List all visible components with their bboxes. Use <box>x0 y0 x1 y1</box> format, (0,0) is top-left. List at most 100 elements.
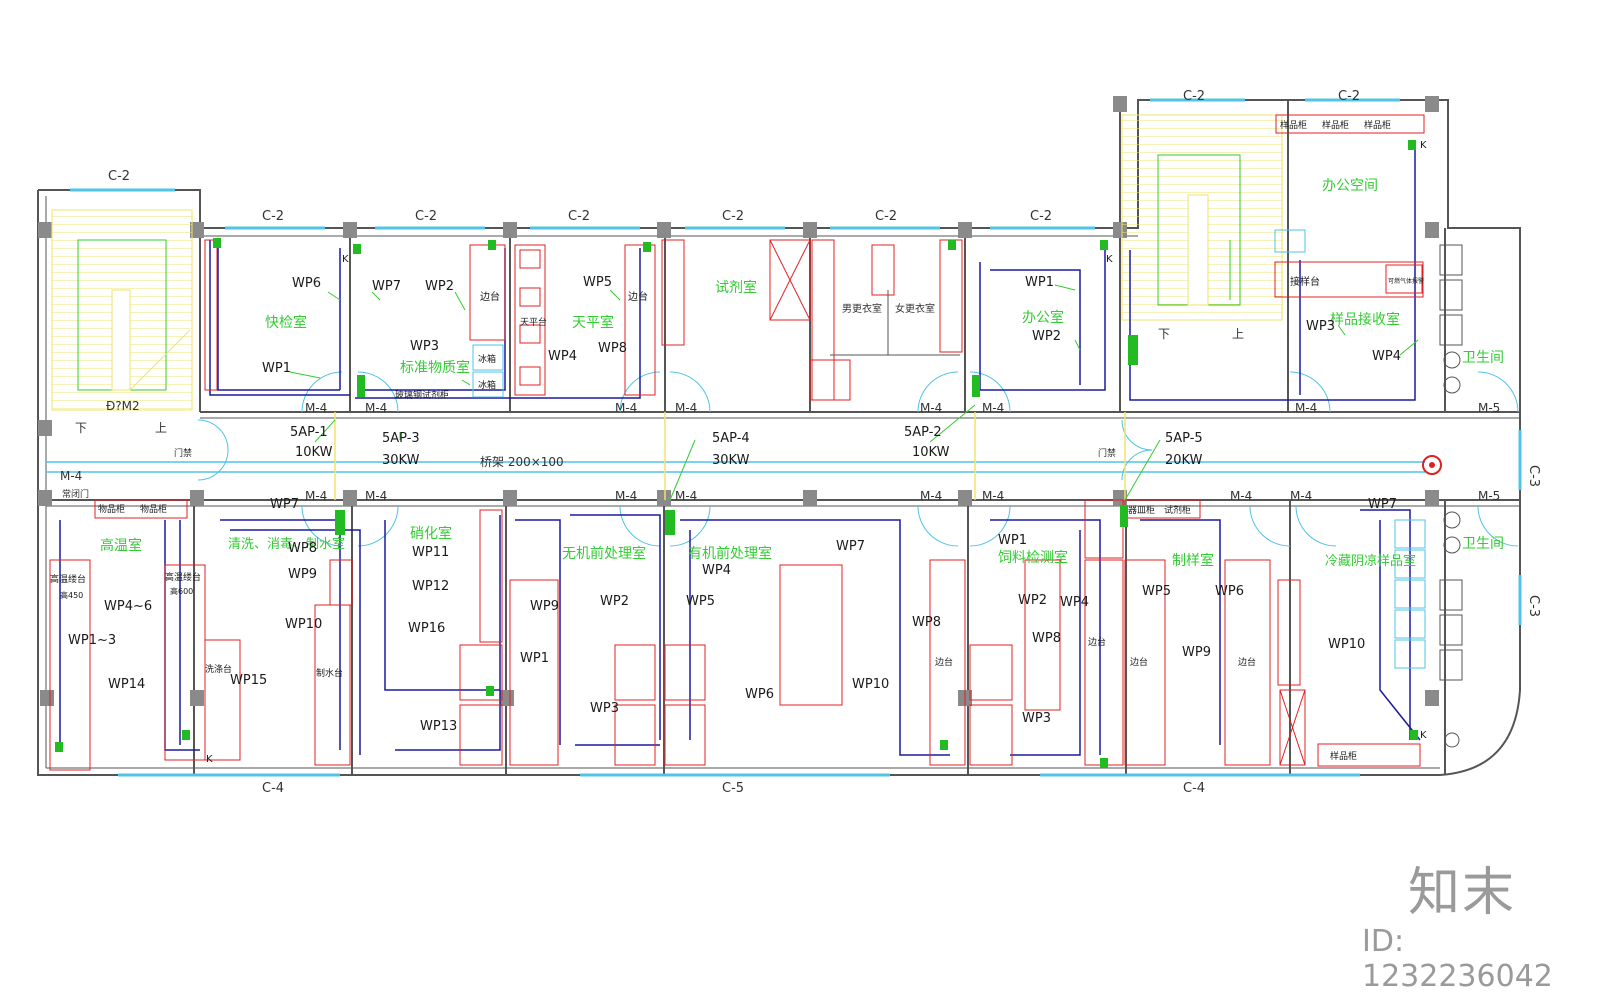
win-c4: C-4 <box>1183 781 1205 796</box>
pipe-wp5: WP5 <box>583 275 612 290</box>
hydrant <box>1422 455 1442 475</box>
stair-left <box>51 209 193 411</box>
pipe-wp13: WP13 <box>420 719 457 734</box>
label-side-table: 边台 <box>1238 656 1256 668</box>
pipe-wp1: WP1 <box>1025 275 1054 290</box>
door-m4: M-4 <box>982 489 1004 503</box>
pipe-wp8: WP8 <box>912 615 941 630</box>
panel-kw: 20KW <box>1165 453 1203 468</box>
door-m4: M-4 <box>1295 401 1317 415</box>
door-m4: M-4 <box>615 401 637 415</box>
door-m4: M-4 <box>1230 489 1252 503</box>
k-marker: K <box>1420 730 1427 741</box>
label-furnace: 高温缕台 <box>50 573 86 585</box>
pipe-wp15: WP15 <box>230 673 267 688</box>
room-office: 办公室 <box>1022 309 1064 326</box>
room-sample-receive: 样品接收室 <box>1330 311 1400 328</box>
panel-id: 5AP-1 <box>290 425 328 440</box>
win-c2: C-2 <box>1030 209 1052 224</box>
pipe-wp2: WP2 <box>600 594 629 609</box>
pipe-wp1: WP1 <box>520 651 549 666</box>
panel-id: 5AP-4 <box>712 431 750 446</box>
pipe-wp6: WP6 <box>745 687 774 702</box>
room-wc: 卫生间 <box>1462 350 1504 366</box>
pipe-wp6: WP6 <box>1215 584 1244 599</box>
common-door: 常闭门 <box>62 488 89 500</box>
pipe-wp7: WP7 <box>270 497 299 512</box>
windows <box>70 98 1522 777</box>
pipe-wp6: WP6 <box>292 276 321 291</box>
room-reagent: 试剂室 <box>715 279 757 296</box>
label-gas-cab: 器皿柜 <box>1128 504 1155 516</box>
structural-columns <box>38 96 1439 706</box>
toilet-fixtures <box>1439 244 1463 748</box>
label-sample-cab: 样品柜 <box>1322 119 1349 131</box>
label-water-table: 制水台 <box>316 667 343 679</box>
pipe-wp7: WP7 <box>372 279 401 294</box>
door-m4: M-4 <box>982 401 1004 415</box>
pipe-wp2: WP2 <box>1032 329 1061 344</box>
label-balance-table: 天平台 <box>520 316 547 328</box>
pipe-wp4: WP4 <box>1372 349 1401 364</box>
label-goods-cab: 物品柜 <box>140 503 167 515</box>
label-fridge: 冰箱 <box>478 353 496 365</box>
win-c2: C-2 <box>722 209 744 224</box>
watermark-id: ID: 1232236042 <box>1362 924 1553 994</box>
leaders <box>289 284 1419 501</box>
pipe-wp4-6: WP4~6 <box>104 599 152 614</box>
pipe-wp16: WP16 <box>408 621 445 636</box>
room-inorganic: 无机前处理室 <box>562 545 646 562</box>
win-c2: C-2 <box>875 209 897 224</box>
pipe-wp9: WP9 <box>530 599 559 614</box>
label-side-table: 边台 <box>1088 636 1106 648</box>
door-m4: M-4 <box>1290 489 1312 503</box>
room-nitrification: 硝化室 <box>410 525 452 542</box>
k-marker: K <box>1106 254 1113 265</box>
pipe-wp3: WP3 <box>590 701 619 716</box>
door-m5: M-5 <box>1478 401 1500 415</box>
win-c4: C-4 <box>262 781 284 796</box>
pipe-labels: WP6 WP7 WP2 WP3 WP4 WP5 WP8 WP1 WP1 WP2 … <box>68 275 1401 734</box>
pipe-wp3: WP3 <box>1022 711 1051 726</box>
panel-kw: 30KW <box>712 453 750 468</box>
panel-kw: 10KW <box>912 445 950 460</box>
label-sample-cab: 样品柜 <box>1330 750 1357 762</box>
pipe-wp3: WP3 <box>410 339 439 354</box>
pipe-wp7: WP7 <box>1368 497 1397 512</box>
win-c2: C-2 <box>108 169 130 184</box>
pipe-wp1-3: WP1~3 <box>68 633 116 648</box>
pipe-wp10: WP10 <box>285 617 322 632</box>
fridges <box>472 229 1426 669</box>
room-female-change: 女更衣室 <box>895 302 935 315</box>
door-m2: Ð?M2 <box>106 399 140 413</box>
label-furnace-height: 高450 <box>60 590 83 600</box>
walls <box>37 99 1521 776</box>
k-markers: K K K K K <box>206 140 1427 765</box>
pipe-wp1: WP1 <box>998 533 1027 548</box>
door-m4: M-4 <box>675 401 697 415</box>
room-water: 清洗、消毒、制水室 <box>228 536 345 552</box>
stair-down: 下 <box>75 421 87 435</box>
win-c5: C-5 <box>722 781 744 796</box>
water-pipes <box>59 150 1421 756</box>
watermark-logo: 知末 <box>1408 863 1517 923</box>
pipe-wp11: WP11 <box>412 545 449 560</box>
label-sample-cab: 样品柜 <box>1364 119 1391 131</box>
label-reagent-cab: 试剂柜 <box>1164 504 1191 516</box>
pipe-wp4: WP4 <box>1060 595 1089 610</box>
label-fridge: 冰箱 <box>478 379 496 391</box>
label-dev-tag: 可燃气体报警 <box>1388 277 1424 285</box>
room-feed-test: 饲料检测室 <box>998 549 1068 566</box>
label-side-table: 边台 <box>935 656 953 668</box>
label-goods-cab: 物品柜 <box>98 503 125 515</box>
room-high-temp: 高温室 <box>100 537 142 554</box>
pipe-wp8: WP8 <box>598 341 627 356</box>
pipe-wp1: WP1 <box>262 361 291 376</box>
k-marker: K <box>206 754 213 765</box>
pipe-wp12: WP12 <box>412 579 449 594</box>
label-receive-table: 接样台 <box>1290 275 1320 288</box>
pipe-wp8: WP8 <box>288 541 317 556</box>
door-m4: M-4 <box>60 469 82 483</box>
furniture-labels: 边台 天平台 边台 冰箱 冰箱 玻璃钢试剂柜 接样台 可燃气体报警 样品柜 样品… <box>50 119 1424 762</box>
furniture <box>49 114 1425 771</box>
